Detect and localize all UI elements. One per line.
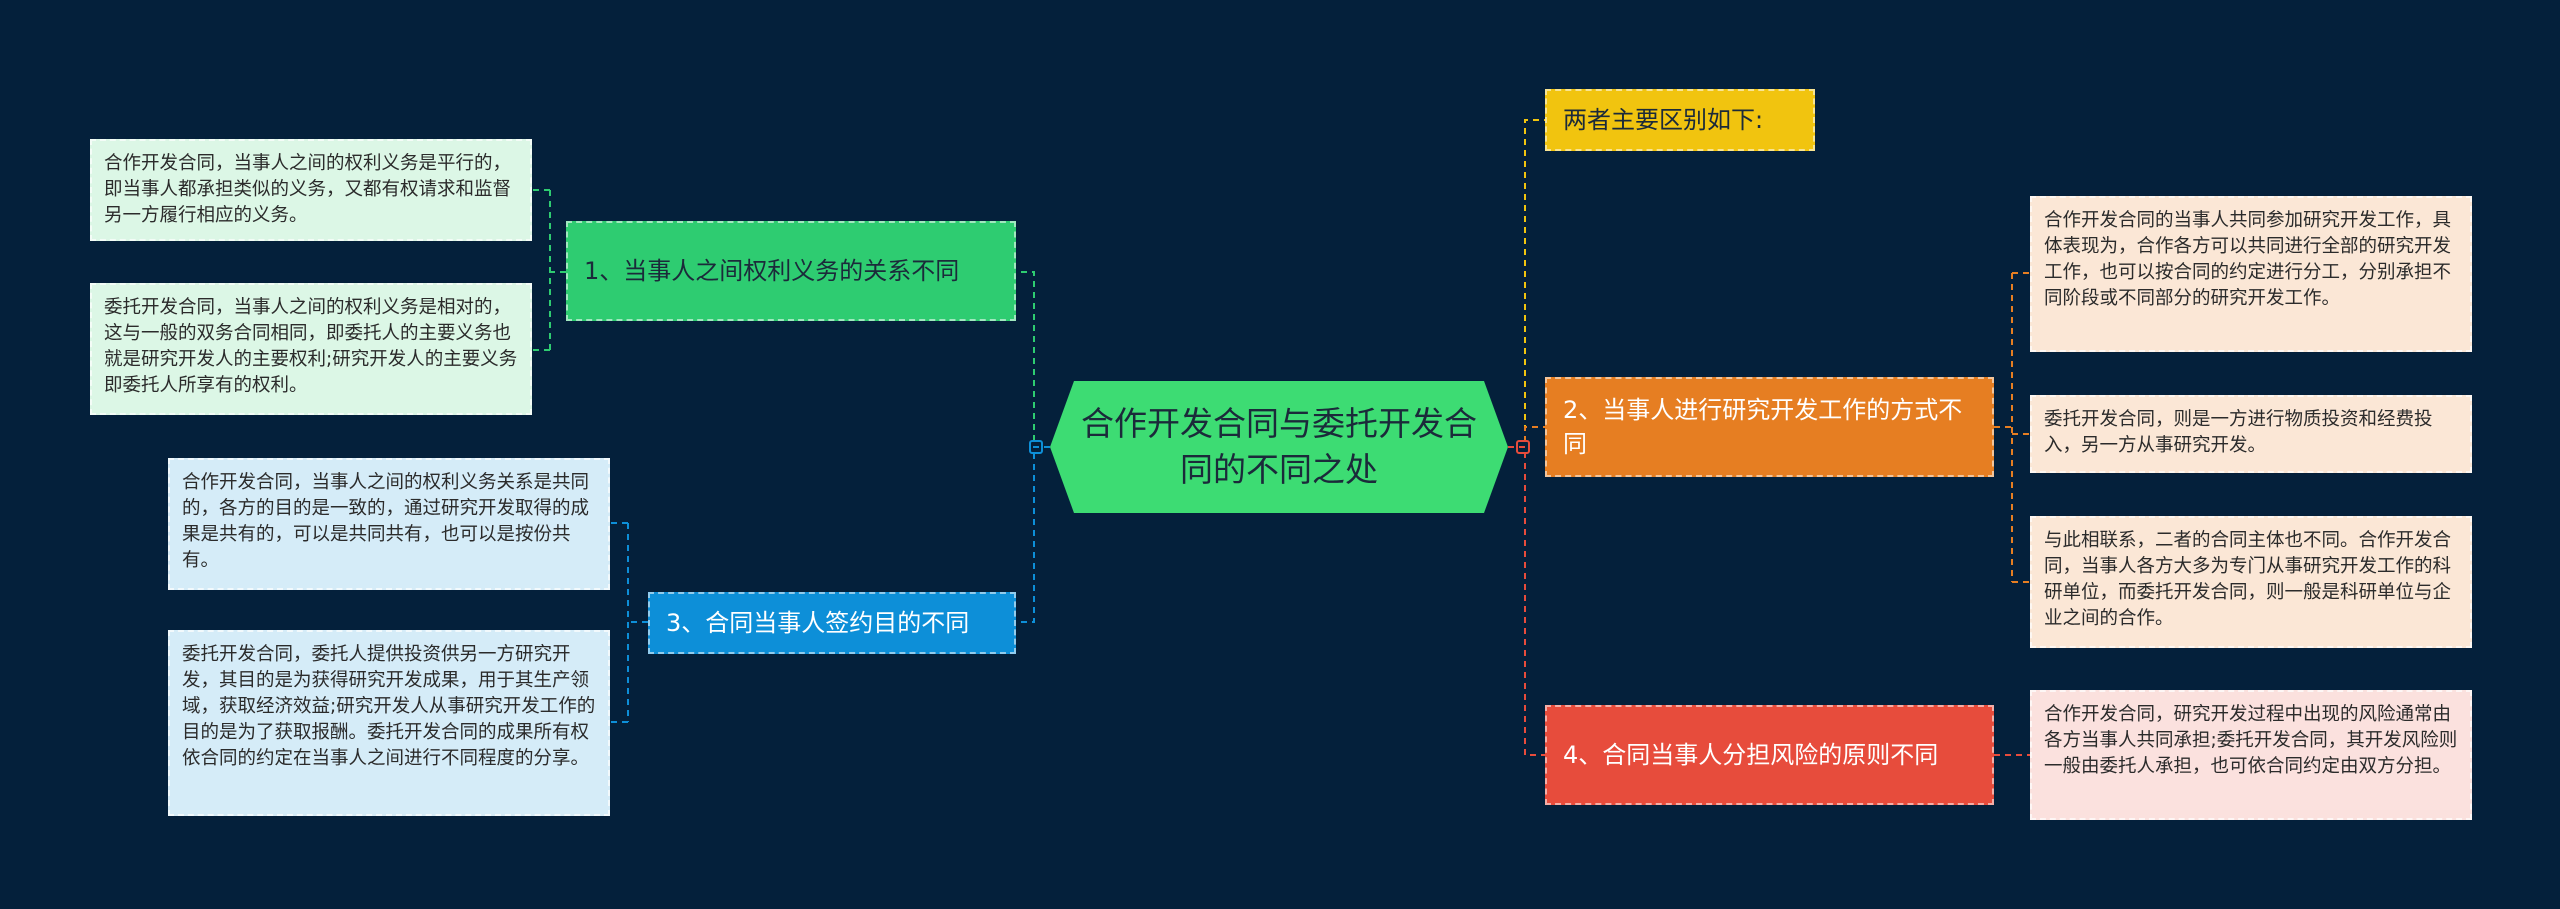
leaf-risk: 合作开发合同，研究开发过程中出现的风险通常由各方当事人共同承担;委托开发合同，其… (2030, 690, 2472, 820)
leaf-method-commissioned: 委托开发合同，则是一方进行物质投资和经费投入，另一方从事研究开发。 (2030, 395, 2472, 473)
root-node-shape (1050, 381, 1508, 513)
link-root-b4 (1508, 446, 1545, 756)
link-root-b2 (1508, 426, 1545, 448)
leaf-method-parties: 与此相联系，二者的合同主体也不同。合作开发合同，当事人各方大多为专门从事研究开发… (2030, 516, 2472, 648)
branch-rights-obligations[interactable]: 1、当事人之间权利义务的关系不同 (566, 221, 1016, 321)
root-title[interactable]: 合作开发合同与委托开发合同的不同之处 (1081, 404, 1477, 489)
link-root-b0 (1508, 119, 1545, 448)
branch-intro[interactable]: 两者主要区别如下: (1545, 89, 1815, 151)
leaf-purpose-commissioned: 委托开发合同，委托人提供投资供另一方研究开发，其目的是为获得研究开发成果，用于其… (168, 630, 610, 816)
branch-contract-purpose[interactable]: 3、合同当事人签约目的不同 (648, 592, 1016, 654)
branch-work-method[interactable]: 2、当事人进行研究开发工作的方式不同 (1545, 377, 1994, 477)
branch-risk-sharing[interactable]: 4、合同当事人分担风险的原则不同 (1545, 705, 1994, 805)
link-b2-leaves (1994, 272, 2030, 583)
link-b3-leaves (610, 522, 648, 723)
leaf-rights-commissioned: 委托开发合同，当事人之间的权利义务是相对的，这与一般的双务合同相同，即委托人的主… (90, 283, 532, 415)
leaf-method-cooperative: 合作开发合同的当事人共同参加研究开发工作，具体表现为，合作各方可以共同进行全部的… (2030, 196, 2472, 352)
link-root-b3 (1016, 446, 1050, 623)
leaf-rights-cooperative: 合作开发合同，当事人之间的权利义务是平行的，即当事人都承担类似的义务，又都有权请… (90, 139, 532, 241)
link-root-b1 (1016, 271, 1050, 448)
leaf-purpose-cooperative: 合作开发合同，当事人之间的权利义务关系是共同的，各方的目的是一致的，通过研究开发… (168, 458, 610, 590)
link-b1-leaves (532, 189, 566, 351)
